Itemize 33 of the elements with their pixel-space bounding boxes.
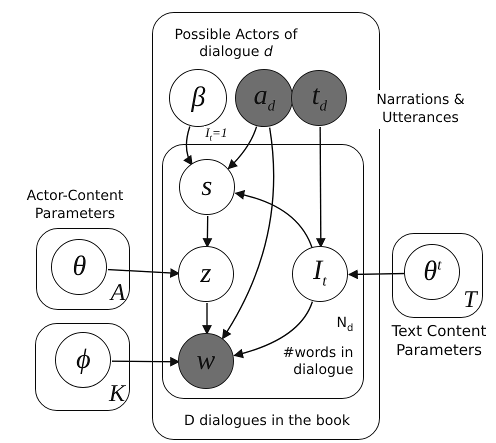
variable-symbol: a$_{d}$	[254, 82, 276, 115]
plate	[162, 144, 364, 400]
plate-label: Possible Actors of dialogue d	[174, 27, 299, 61]
arrow	[183, 126, 193, 166]
edge-label: I$_{t}$=1	[204, 126, 228, 144]
plate-label: #words in dialogue	[282, 345, 354, 379]
arrow	[348, 269, 406, 280]
arrow	[112, 356, 180, 367]
variable-symbol: I$_{t}$	[313, 257, 327, 290]
plate-label: N$_{d}$	[336, 315, 354, 336]
plate	[36, 228, 130, 310]
variable-symbol: z	[200, 260, 212, 288]
variable-symbol: θ	[72, 253, 86, 282]
arrow	[202, 303, 212, 335]
plate	[35, 323, 130, 411]
arrow	[233, 301, 314, 358]
arrow	[316, 127, 326, 248]
plate-label: D dialogues in the book	[183, 413, 351, 430]
plate-index: A	[108, 279, 126, 308]
plate-index: T	[462, 286, 479, 315]
variable-symbol: β	[191, 84, 206, 112]
plate-caption: Text Content Parameters	[390, 322, 488, 360]
variable-symbol: w	[196, 346, 216, 375]
variable-symbol: s	[201, 172, 212, 201]
variable-symbol: ϕ	[76, 346, 91, 374]
annotation-text: Actor-Content Parameters	[26, 187, 124, 224]
arrow	[228, 126, 258, 170]
plate-index: K	[108, 380, 127, 409]
variable-symbol: t$_{d}$	[312, 82, 328, 115]
arrow	[234, 190, 313, 249]
arrow	[202, 216, 212, 248]
variable-symbol: θ$^{t}$	[423, 258, 442, 286]
arrow	[222, 128, 274, 340]
